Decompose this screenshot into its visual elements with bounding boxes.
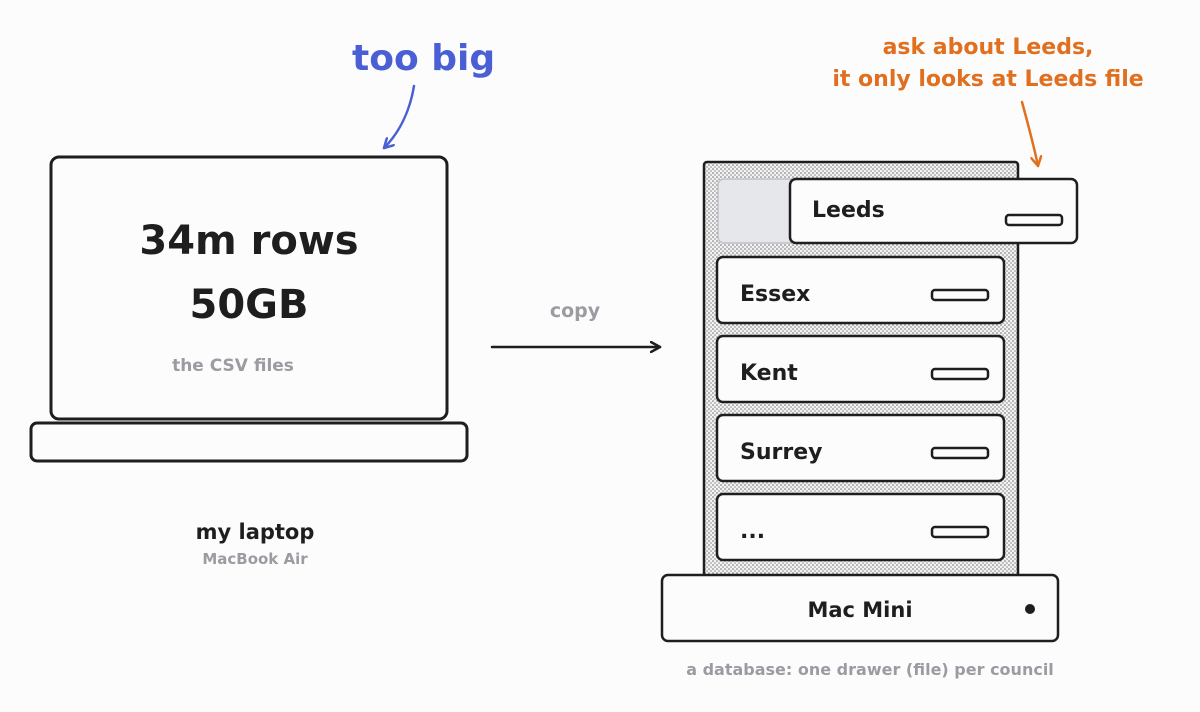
drawer-handle: [930, 446, 990, 460]
leeds-note-arrow: [1020, 100, 1038, 168]
empty-drawer-slot: [717, 178, 795, 244]
drawer-leeds-open: [788, 177, 1079, 245]
drawer-label-essex: Essex: [740, 282, 811, 307]
drawer-essex: [715, 255, 1006, 325]
laptop-subtitle: MacBook Air: [202, 550, 308, 568]
drawer-label-more: ...: [740, 519, 766, 544]
row-count: 34m rows: [139, 218, 359, 264]
drawer-label-surrey: Surrey: [740, 440, 823, 465]
too-big-annotation: too big: [352, 38, 496, 79]
drawer-handle: [930, 525, 990, 539]
drawer-handle: [1004, 213, 1064, 227]
leeds-annotation-line-1: ask about Leeds,: [882, 35, 1094, 60]
drawer-surrey: [715, 413, 1006, 483]
laptop-base: [29, 421, 469, 463]
csv-caption: the CSV files: [172, 356, 294, 376]
data-size: 50GB: [189, 282, 309, 328]
leeds-annotation-line-2: it only looks at Leeds file: [832, 67, 1144, 92]
mac-mini-label: Mac Mini: [807, 598, 913, 622]
drawer-label-leeds: Leeds: [812, 198, 885, 223]
drawer-handle: [930, 367, 990, 381]
power-light: [1025, 604, 1035, 614]
too-big-arrow: [382, 84, 416, 150]
drawer-kent: [715, 334, 1006, 404]
laptop-title: my laptop: [195, 520, 315, 544]
mac-mini-base: [660, 573, 1060, 643]
copy-label: copy: [549, 300, 601, 322]
database-caption: a database: one drawer (file) per counci…: [686, 660, 1054, 679]
drawer-more: [715, 492, 1006, 562]
drawer-handle: [930, 288, 990, 302]
leeds-annotation: ask about Leeds, it only looks at Leeds …: [808, 32, 1168, 96]
drawer-label-kent: Kent: [740, 361, 798, 386]
laptop-screen: [49, 155, 449, 421]
